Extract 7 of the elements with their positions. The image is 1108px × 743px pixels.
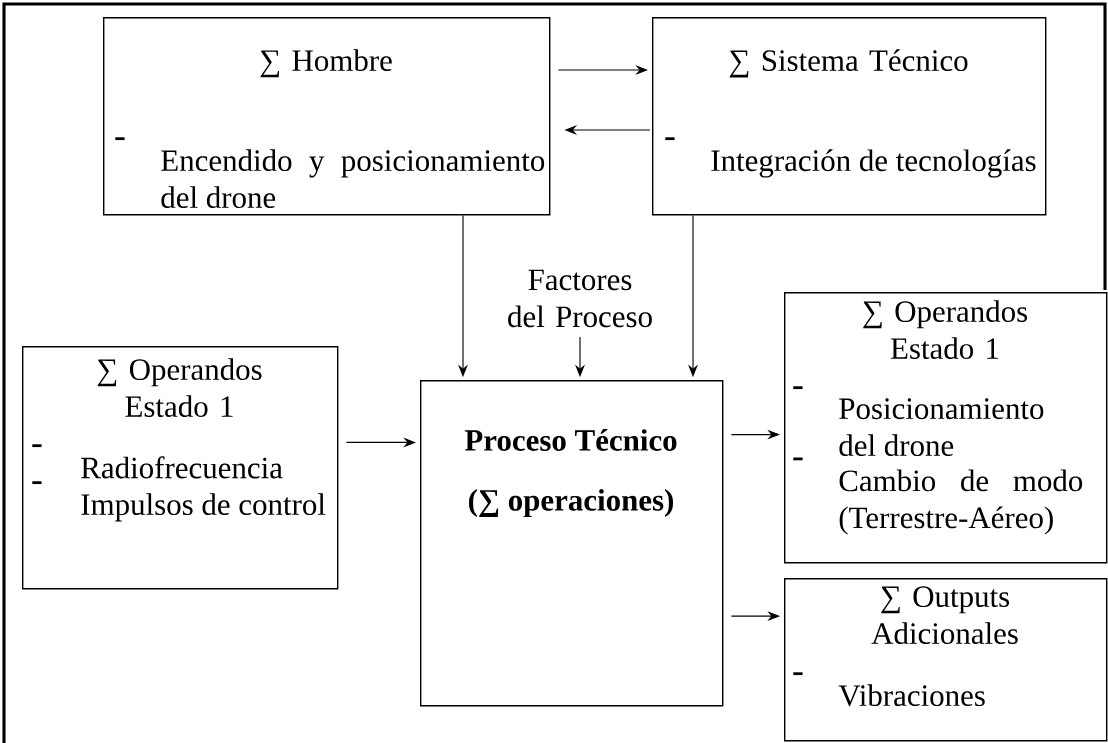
outputs-box: ∑ Outputs Adicionales Vibraciones — [784, 578, 1108, 742]
system-box: ∑ Sistema Técnico Integración de tecnologías — [652, 17, 1047, 216]
process-box: Proceso Técnico (∑ operaciones) — [420, 380, 724, 707]
operands-box: ∑ Operandos Estado 1 Radiofrecuencia Impulsos de control — [22, 346, 339, 590]
factors-label: Factores del Proceso — [508, 269, 652, 328]
human-box: ∑ Hombre Encendido y posicionamiento del drone — [103, 17, 551, 216]
operands-box: ∑ Operandos Estado 1 Posicionamiento del drone Cambio de modo (Terrestre-Aéreo) — [784, 292, 1108, 564]
